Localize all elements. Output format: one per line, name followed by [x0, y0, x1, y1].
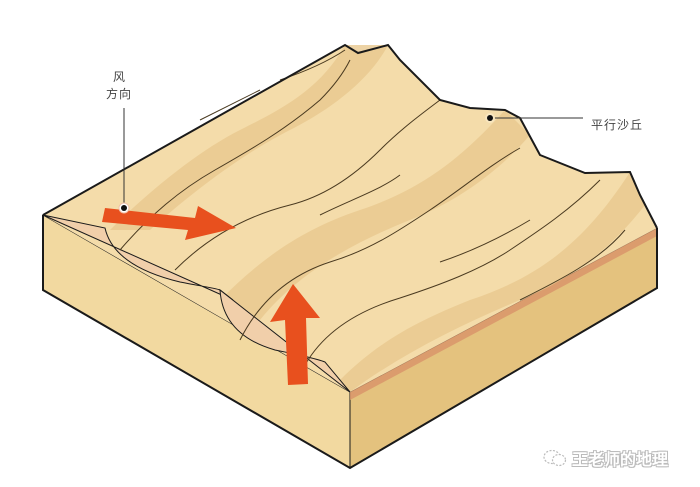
wind-marker-dot-inner	[121, 205, 127, 211]
dune-band-shade	[340, 172, 645, 392]
sand-layer-stripe	[350, 228, 657, 400]
wind-arrow-east	[102, 206, 236, 240]
watermark-text: 王老师的地理	[572, 450, 669, 469]
dune-ridge-outline	[42, 43, 658, 229]
parallel-dune-label: 平行沙丘	[591, 118, 644, 132]
dune-band-shade	[110, 45, 388, 230]
dune-trough	[219, 288, 351, 393]
watermark: 王老师的地理	[542, 446, 668, 470]
dune-trough	[42, 214, 234, 301]
block-base-outline	[42, 215, 658, 470]
wind-arrow-north	[270, 284, 320, 385]
wind-direction-label-line2: 方向	[106, 87, 133, 101]
wechat-icon	[543, 449, 567, 467]
contour-lines	[119, 49, 626, 366]
wind-direction-label-line1: 风	[113, 70, 127, 84]
dune-band-shade	[220, 110, 530, 320]
dune-marker-dot-inner	[487, 115, 493, 121]
